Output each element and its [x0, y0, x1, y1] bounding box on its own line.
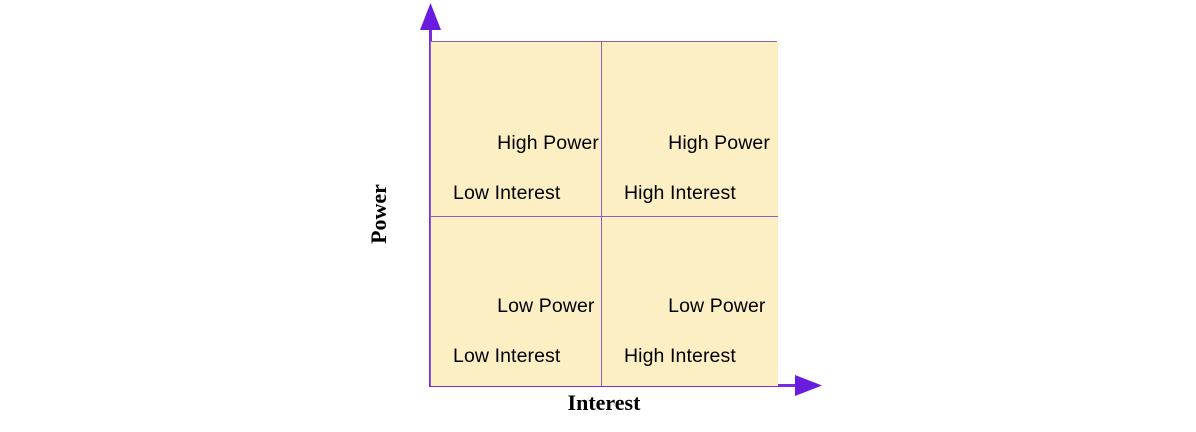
quadrant-matrix: High Power Low Interest High Power High …: [430, 41, 778, 386]
quadrant-label-line2: Low Interest: [453, 345, 561, 367]
quadrant-label-line1: Low Power: [668, 295, 766, 317]
quadrant-low-power-low-interest[interactable]: Low Power Low Interest: [431, 217, 602, 386]
quadrant-label-line1: High Power: [668, 132, 770, 154]
quadrant-label-line2: High Interest: [624, 182, 736, 204]
x-axis-arrow-icon: [795, 375, 822, 396]
quadrant-label-line1: High Power: [497, 132, 599, 154]
quadrant-label-line1: Low Power: [497, 295, 595, 317]
x-axis-title: Interest: [567, 390, 641, 415]
quadrant-label-top-right: High Power High Interest: [624, 106, 770, 256]
quadrant-label-line2: High Interest: [624, 345, 736, 367]
quadrant-label-top-left: High Power Low Interest: [453, 106, 599, 256]
quadrant-label-bottom-right: Low Power High Interest: [624, 269, 766, 419]
quadrant-high-power-low-interest[interactable]: High Power Low Interest: [431, 42, 602, 217]
y-axis-arrow-icon: [420, 3, 441, 30]
quadrant-label-bottom-left: Low Power Low Interest: [453, 269, 595, 419]
quadrant-low-power-high-interest[interactable]: Low Power High Interest: [602, 217, 778, 386]
y-axis-title: Power: [366, 184, 391, 244]
quadrant-label-line2: Low Interest: [453, 182, 561, 204]
quadrant-high-power-high-interest[interactable]: High Power High Interest: [602, 42, 778, 217]
